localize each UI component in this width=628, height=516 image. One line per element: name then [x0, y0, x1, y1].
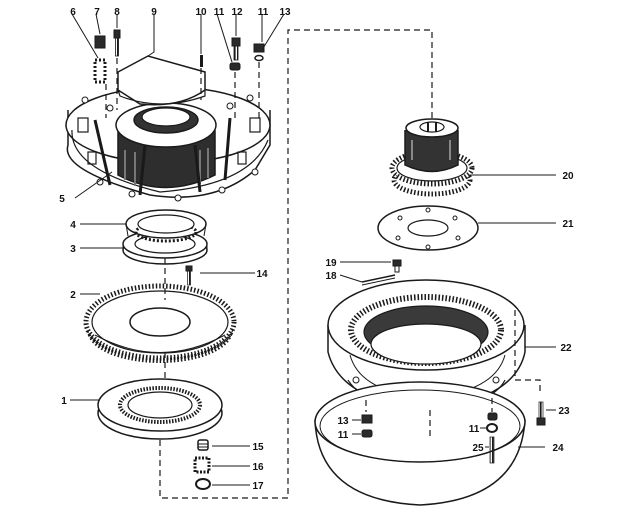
part-11-washer-bottom-right-a	[487, 412, 498, 421]
label-part-23: 23	[558, 406, 570, 417]
label-part-1: 1	[61, 396, 67, 407]
label-part-5: 5	[59, 194, 65, 205]
part-labels: 6 7 8 9 10 11 12 11 13 5 4 3 14 2 1 15 1…	[59, 7, 574, 492]
part-19-bolt	[392, 259, 402, 273]
label-part-4: 4	[70, 220, 76, 231]
part-11-washer-bottom-left	[361, 429, 373, 438]
part-17-washer	[195, 478, 211, 490]
part-16-spring	[193, 456, 211, 474]
label-part-14: 14	[256, 269, 268, 280]
label-part-6: 6	[70, 7, 76, 18]
label-part-15: 15	[252, 442, 264, 453]
part-7-cap	[94, 35, 106, 49]
label-part-18: 18	[325, 271, 337, 282]
part-13-nut-bottom	[361, 414, 373, 424]
part-20-pinion-gear	[389, 118, 475, 197]
label-part-11-bottom-right: 11	[469, 424, 480, 435]
label-part-9: 9	[151, 7, 157, 18]
part-15-pin	[197, 439, 209, 451]
label-part-13-bottom: 13	[337, 416, 349, 427]
label-part-19: 19	[325, 258, 337, 269]
part-25-stud	[489, 436, 495, 464]
label-part-21: 21	[562, 219, 574, 230]
part-6-spring	[93, 58, 107, 84]
label-part-3: 3	[70, 244, 76, 255]
part-12-bolt	[231, 37, 241, 61]
part-8-bolt	[113, 29, 121, 57]
label-part-17: 17	[252, 481, 264, 492]
part-11-washer-top	[229, 62, 241, 71]
label-part-20: 20	[562, 171, 574, 182]
part-14-bolt	[185, 265, 193, 286]
label-part-25: 25	[472, 443, 484, 454]
leader-lines	[70, 13, 556, 486]
label-part-7: 7	[94, 7, 100, 18]
part-9-cover-plate	[117, 55, 206, 106]
part-2-large-gear	[83, 283, 237, 363]
part-13-nut-top	[253, 43, 265, 62]
label-part-12: 12	[231, 7, 243, 18]
label-part-8: 8	[114, 7, 120, 18]
part-1-bearing-ring	[97, 378, 223, 440]
label-part-11-top: 11	[214, 7, 225, 18]
label-part-22: 22	[560, 343, 572, 354]
label-part-16: 16	[252, 462, 264, 473]
label-part-13-top: 13	[279, 7, 291, 18]
part-21-thrust-plate	[377, 205, 479, 251]
part-23-bolt	[536, 401, 546, 426]
label-part-10: 10	[195, 7, 207, 18]
label-part-11-bottom-left: 11	[338, 430, 349, 441]
part-4-seal-ring	[125, 209, 207, 243]
label-part-2: 2	[70, 290, 76, 301]
part-24-base-pan	[314, 381, 526, 506]
part-10-pin	[200, 55, 203, 67]
label-part-24: 24	[552, 443, 564, 454]
part-5-housing-flange	[65, 86, 271, 202]
part-18-cotter-pin	[361, 274, 396, 286]
label-part-11-top-right: 11	[258, 7, 269, 18]
